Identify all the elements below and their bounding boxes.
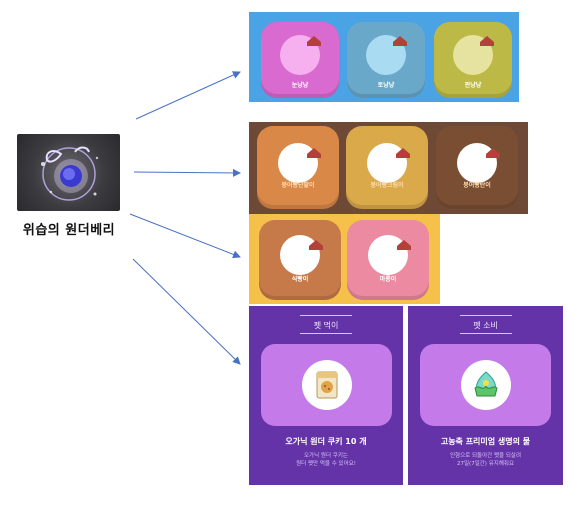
pet-label: 붕어빵탄이 (463, 182, 491, 189)
arrow-to-panel-2 (133, 168, 241, 177)
header-divider-bottom (300, 333, 352, 334)
pet-tile-2[interactable]: 마롱이 (347, 220, 429, 300)
pet-avatar (278, 142, 318, 183)
pet-avatar (280, 235, 320, 276)
pet-label: 붕어빵단팥이 (281, 182, 315, 189)
pet-label: 붕어빵크림이 (370, 182, 404, 189)
wonderberry-icon (17, 134, 120, 211)
pet-label: 눈냥냥 (291, 82, 309, 89)
item-tile[interactable] (261, 344, 392, 426)
pet-tile-1[interactable]: 식빵이 (259, 220, 341, 300)
pet-tile-1[interactable]: 눈냥냥 (261, 22, 339, 98)
item-description: 오가닉 원더 쿠키는 원더 펫만 먹을 수 있어요! (249, 452, 403, 468)
house-icon (393, 36, 407, 46)
house-icon (396, 148, 410, 158)
panel-fish-bread-pets: 붕어빵단팥이 붕어빵크림이 붕어빵탄이 (249, 122, 528, 214)
header-divider-bottom (459, 333, 512, 334)
arrow-to-panel-1 (135, 71, 241, 120)
pet-avatar (368, 235, 408, 276)
desc-line-1: 인형으로 되돌아간 펫을 되살려 (449, 453, 522, 459)
desc-line-1: 오가닉 원더 쿠키는 (304, 453, 348, 459)
panel-pet-food: 펫 먹이 오가닉 원더 쿠키 10 개 오가닉 원더 쿠키는 원더 펫만 먹을 … (249, 306, 403, 485)
arrow-to-panel-3 (129, 213, 241, 259)
cookie-bag-icon (316, 371, 337, 399)
house-icon (309, 240, 323, 250)
item-description: 인형으로 되돌아간 펫을 되살려 27일(7일간) 유지해줘요 (408, 452, 563, 468)
header-divider-top (300, 315, 352, 316)
panel-header: 펫 먹이 (313, 321, 339, 330)
panel-header: 펫 소비 (473, 321, 498, 330)
pet-tile-3[interactable]: 붕어빵탄이 (436, 126, 518, 209)
pet-label: 토냥냥 (377, 82, 395, 89)
pet-tile-2[interactable]: 토냥냥 (347, 22, 425, 98)
pet-label: 마롱이 (379, 276, 397, 283)
panel-cat-pets: 눈냥냥 토냥냥 판냥냥 (249, 12, 519, 102)
pet-label: 식빵이 (291, 276, 309, 283)
panel-pet-consumable: 펫 소비 고농축 프리미엄 생명의 물 인형으로 되돌아간 펫을 되살려 27일… (408, 306, 563, 485)
item-name: 고농축 프리미엄 생명의 물 (440, 437, 531, 446)
house-icon (486, 148, 500, 158)
source-item-label: 위습의 원더베리 (22, 223, 116, 238)
house-icon (480, 36, 494, 46)
panel-bread-rabbit-pets: 식빵이 마롱이 (249, 214, 440, 304)
arrow-to-panel-4 (132, 258, 241, 365)
pet-tile-2[interactable]: 붕어빵크림이 (346, 126, 428, 209)
pet-avatar (457, 142, 497, 183)
house-icon (307, 148, 321, 158)
house-icon (397, 240, 411, 250)
house-icon (307, 36, 321, 46)
desc-line-2: 원더 펫만 먹을 수 있어요! (296, 461, 356, 467)
water-of-life-icon (473, 371, 498, 397)
item-name: 오가닉 원더 쿠키 10 개 (285, 437, 367, 446)
pet-tile-3[interactable]: 판냥냥 (434, 22, 512, 98)
pet-label: 판냥냥 (464, 82, 482, 89)
pet-avatar (367, 142, 407, 183)
desc-line-2: 27일(7일간) 유지해줘요 (456, 461, 515, 467)
header-divider-top (459, 315, 512, 316)
pet-tile-1[interactable]: 붕어빵단팥이 (257, 126, 339, 209)
item-tile[interactable] (420, 344, 551, 426)
